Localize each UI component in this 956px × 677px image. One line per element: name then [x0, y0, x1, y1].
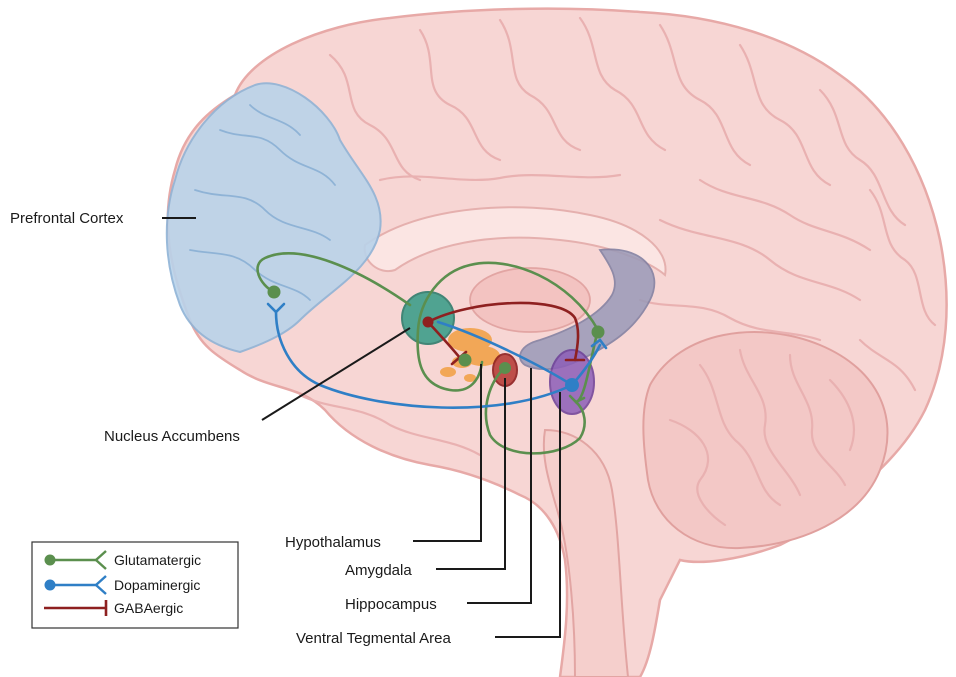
glutamatergic-node-amygdala — [499, 362, 511, 374]
legend: Glutamatergic Dopaminergic GABAergic — [32, 542, 238, 628]
label-hippocampus: Hippocampus — [345, 596, 437, 613]
legend-glutamatergic-label: Glutamatergic — [114, 552, 201, 568]
dopaminergic-node-vta — [565, 378, 579, 392]
legend-gabaergic-label: GABAergic — [114, 600, 183, 616]
legend-dopaminergic-label: Dopaminergic — [114, 577, 200, 593]
label-ventral-tegmental-area: Ventral Tegmental Area — [296, 630, 451, 647]
label-nucleus-accumbens: Nucleus Accumbens — [104, 428, 240, 445]
glutamatergic-node-hypothalamus — [459, 354, 472, 367]
label-hypothalamus: Hypothalamus — [285, 534, 381, 551]
thalamus — [470, 268, 590, 332]
brain-illustration — [167, 9, 947, 677]
label-amygdala: Amygdala — [345, 562, 412, 579]
gabaergic-node-nac — [423, 317, 434, 328]
glutamatergic-node-pfc — [268, 286, 281, 299]
glutamatergic-node-hippocampus — [592, 326, 605, 339]
label-prefrontal-cortex: Prefrontal Cortex — [10, 210, 124, 227]
